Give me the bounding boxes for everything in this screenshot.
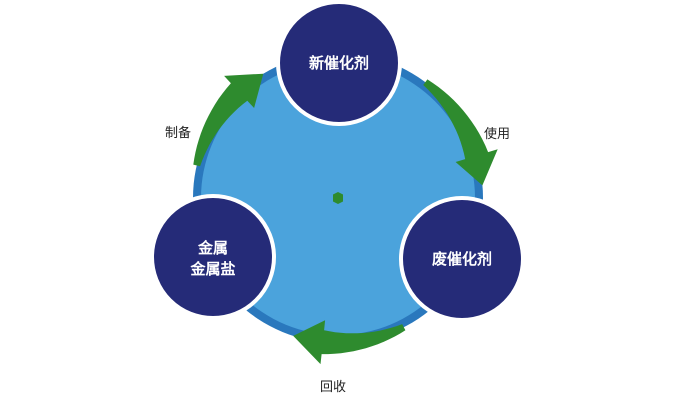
arrow-prepare bbox=[193, 73, 264, 167]
arrow-recover bbox=[293, 320, 406, 365]
node-metal-salts-circle bbox=[150, 194, 276, 320]
node-new-catalyst-circle bbox=[276, 0, 402, 126]
center-dot bbox=[333, 192, 343, 204]
node-spent-catalyst-label: 废催化剂 bbox=[432, 250, 492, 268]
node-metal-salts: 金属 金属盐 bbox=[150, 194, 276, 320]
node-spent-catalyst: 废催化剂 bbox=[399, 196, 525, 322]
edge-label-use: 使用 bbox=[484, 126, 510, 142]
node-new-catalyst-label: 新催化剂 bbox=[309, 54, 369, 72]
node-spent-catalyst-circle bbox=[399, 196, 525, 322]
node-new-catalyst: 新催化剂 bbox=[276, 0, 402, 126]
edge-label-recover: 回收 bbox=[320, 380, 346, 395]
node-metal-salts-label-line1: 金属 bbox=[197, 239, 228, 257]
arrow-use bbox=[423, 79, 498, 186]
edge-label-prepare: 制备 bbox=[165, 125, 191, 141]
node-metal-salts-label-line2: 金属盐 bbox=[189, 260, 235, 278]
